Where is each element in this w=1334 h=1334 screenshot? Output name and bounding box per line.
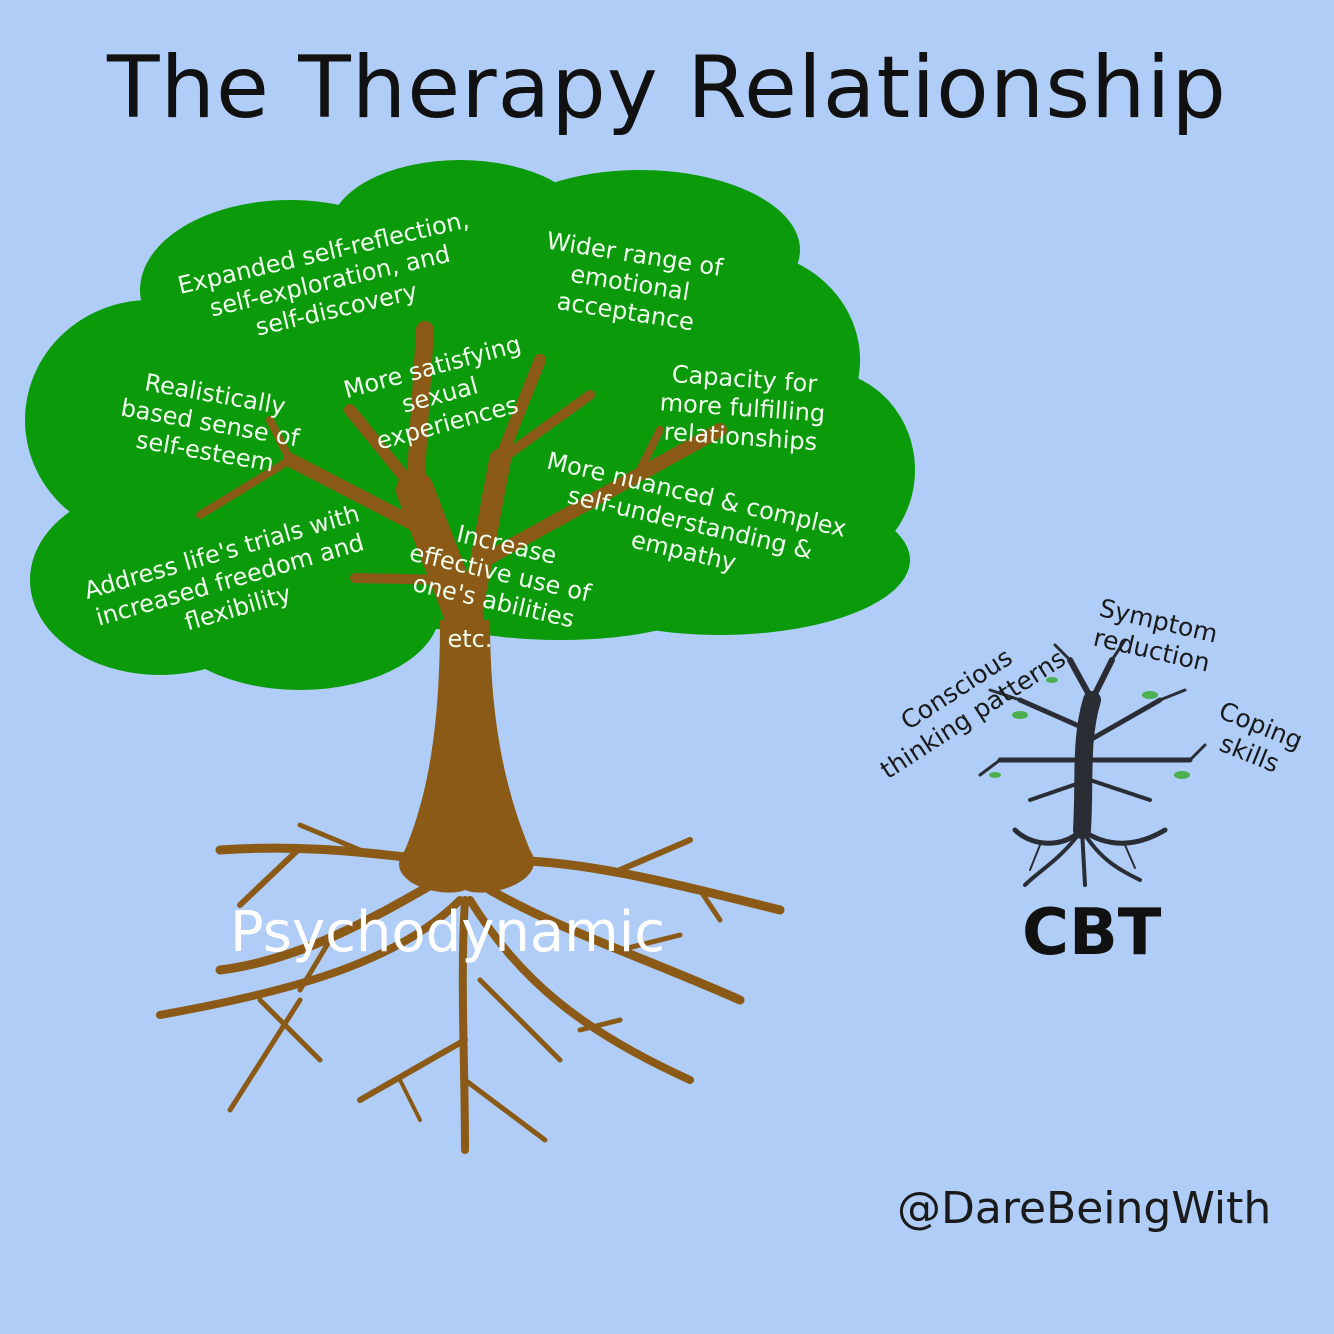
psychodynamic-label: Psychodynamic — [230, 900, 666, 965]
author-handle: @DareBeingWith — [897, 1183, 1272, 1234]
psychodynamic-roots — [156, 822, 785, 1154]
benefit-etc: etc. — [447, 625, 493, 653]
cbt-label: CBT — [1022, 896, 1162, 970]
page-title: The Therapy Relationship — [106, 38, 1228, 138]
psychodynamic-trunk — [196, 321, 727, 893]
benefit-relationships: Capacity for more fulfilling relationshi… — [658, 360, 827, 457]
cbt-tree-leaves — [989, 677, 1190, 779]
cbt-tree — [978, 638, 1207, 887]
